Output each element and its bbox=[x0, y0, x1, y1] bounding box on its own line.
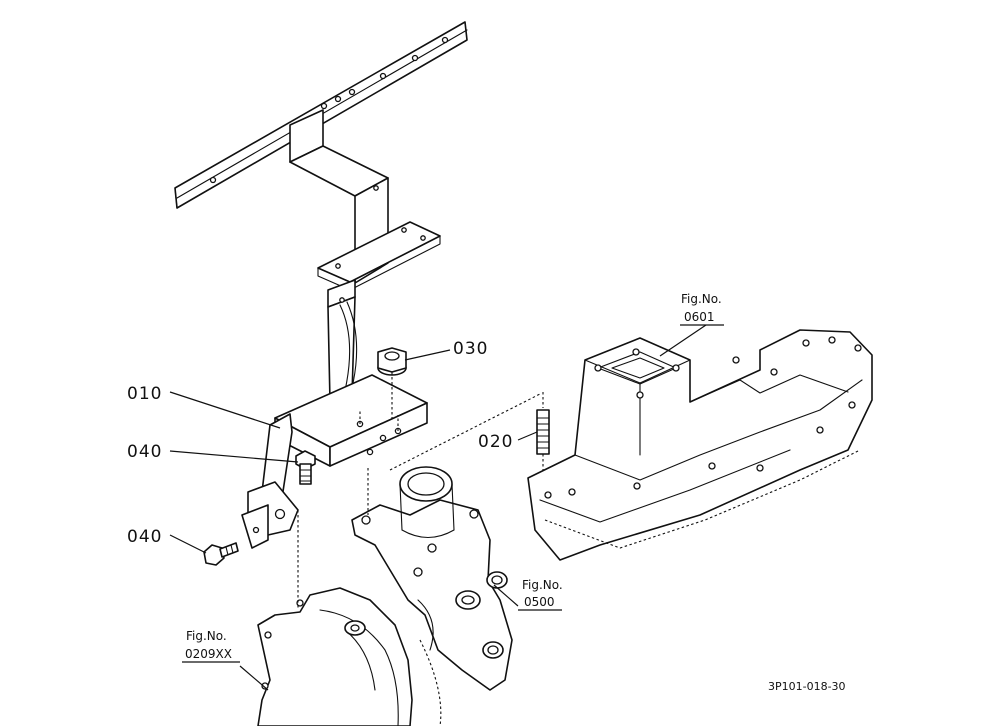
callout-020: 020 bbox=[478, 432, 513, 452]
callout-040-lower: 040 bbox=[127, 527, 162, 547]
leader-040-upper bbox=[169, 450, 299, 463]
leader-040-lower bbox=[169, 534, 207, 554]
leader-020 bbox=[517, 431, 538, 441]
assembly-line-plate-manifold bbox=[389, 393, 541, 471]
leader-0209 bbox=[239, 665, 269, 691]
exhaust-manifold bbox=[527, 329, 873, 561]
nut-030 bbox=[377, 347, 407, 376]
fig-0500-number: 0500 bbox=[524, 595, 555, 609]
callout-030: 030 bbox=[453, 339, 488, 359]
flywheel-housing bbox=[257, 587, 442, 726]
fig-0500-label: Fig.No. bbox=[522, 578, 563, 592]
callout-040-upper: 040 bbox=[127, 442, 162, 462]
callout-010: 010 bbox=[127, 384, 162, 404]
stud-020 bbox=[536, 392, 550, 470]
bolt-040-lower bbox=[203, 542, 239, 566]
leader-030 bbox=[404, 349, 451, 361]
hanger-bracket bbox=[174, 21, 468, 549]
water-flange-housing bbox=[351, 466, 513, 691]
bolt-040-upper bbox=[295, 450, 316, 485]
leader-010 bbox=[169, 391, 281, 429]
leader-0601 bbox=[659, 324, 707, 357]
leader-0500 bbox=[493, 584, 519, 607]
drawing-code: 3P101-018-30 bbox=[768, 680, 846, 693]
fig-0209-label: Fig.No. bbox=[186, 629, 227, 643]
fig-0601-label: Fig.No. bbox=[681, 292, 722, 306]
fig-0209-number: 0209XX bbox=[185, 647, 232, 661]
fig-0601-number: 0601 bbox=[684, 310, 715, 324]
